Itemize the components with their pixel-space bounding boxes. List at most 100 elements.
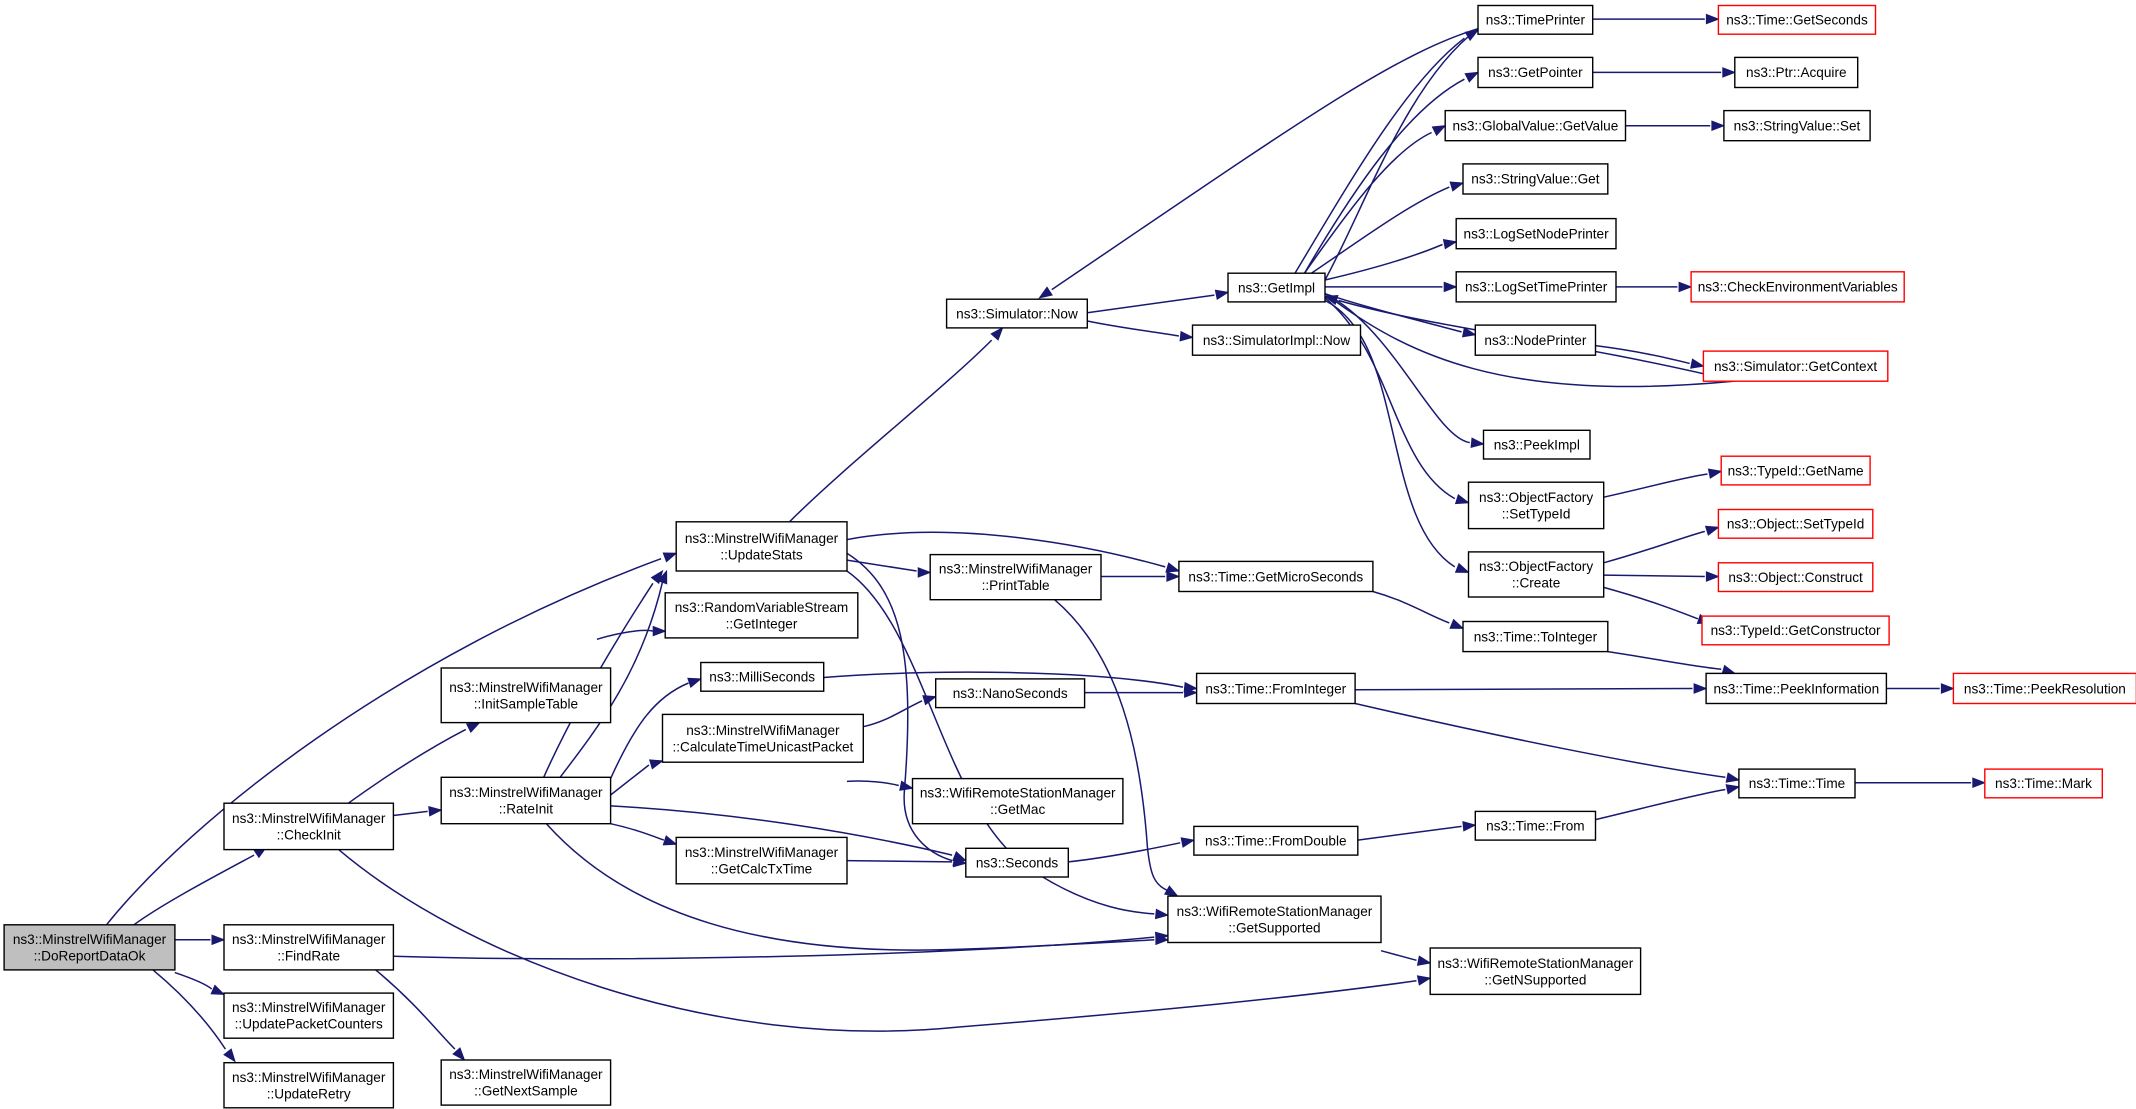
arrowhead-icon	[657, 569, 668, 585]
arrowhead-icon	[210, 984, 226, 995]
function-node-peekinfo[interactable]: ns3::Time::PeekInformation	[1705, 672, 1888, 705]
arrowhead-icon	[1180, 837, 1196, 848]
edge-line	[1294, 37, 1465, 274]
node-label: ns3::Time::GetSeconds	[1726, 13, 1868, 28]
call-edge	[174, 934, 226, 946]
function-node-updatepc[interactable]: ns3::MinstrelWifiManager::UpdatePacketCo…	[223, 992, 395, 1039]
function-node-objsettypeid[interactable]: ns3::Object::SetTypeId	[1717, 508, 1874, 539]
edge-line	[152, 969, 227, 1050]
function-node-doreport[interactable]: ns3::MinstrelWifiManager::DoReportDataOk	[3, 924, 176, 971]
function-node-rateinit[interactable]: ns3::MinstrelWifiManager::RateInit	[440, 776, 612, 825]
call-edge	[1603, 468, 1723, 498]
function-node-printtable[interactable]: ns3::MinstrelWifiManager::PrintTable	[929, 553, 1102, 601]
function-node-lognodeprinter[interactable]: ns3::LogSetNodePrinter	[1455, 217, 1617, 250]
arrowhead-icon	[1323, 294, 1339, 306]
function-node-wrsmgetmac[interactable]: ns3::WifiRemoteStationManager::GetMac	[911, 777, 1124, 825]
arrowhead-icon	[1705, 571, 1720, 582]
edge-line	[1354, 702, 1726, 779]
function-node-fromdouble[interactable]: ns3::Time::FromDouble	[1193, 825, 1359, 856]
node-box	[929, 553, 1102, 601]
edge-line	[1051, 27, 1479, 291]
node-label: ns3::WifiRemoteStationManager	[1438, 956, 1634, 971]
function-node-timetime[interactable]: ns3::Time::Time	[1738, 768, 1856, 799]
node-box	[1717, 562, 1874, 593]
function-node-updatestats[interactable]: ns3::MinstrelWifiManager::UpdateStats	[675, 521, 848, 572]
node-label: ns3::MinstrelWifiManager	[685, 845, 839, 860]
node-label: ns3::TypeId::GetConstructor	[1711, 623, 1881, 638]
node-box	[223, 1061, 395, 1109]
function-node-timefrom[interactable]: ns3::Time::From	[1474, 810, 1597, 841]
function-node-timemark[interactable]: ns3::Time::Mark	[1984, 768, 2104, 799]
node-box	[1702, 350, 1889, 382]
function-node-getpointer[interactable]: ns3::GetPointer	[1477, 56, 1594, 89]
node-label: ::UpdateRetry	[267, 1086, 351, 1101]
function-node-simgetcontext[interactable]: ns3::Simulator::GetContext	[1702, 350, 1889, 382]
function-node-ofcreate[interactable]: ns3::ObjectFactory::Create	[1467, 551, 1605, 598]
function-node-simimplnow[interactable]: ns3::SimulatorImpl::Now	[1191, 324, 1362, 356]
node-box	[440, 667, 612, 724]
function-node-checkenv[interactable]: ns3::CheckEnvironmentVariables	[1690, 271, 1905, 303]
function-node-seconds[interactable]: ns3::Seconds	[965, 847, 1069, 878]
function-node-nodeprinter[interactable]: ns3::NodePrinter	[1474, 324, 1597, 356]
function-node-peekimpl[interactable]: ns3::PeekImpl	[1482, 429, 1591, 460]
function-node-checkinit[interactable]: ns3::MinstrelWifiManager::CheckInit	[223, 802, 395, 851]
node-box	[1482, 429, 1591, 460]
function-node-findrate[interactable]: ns3::MinstrelWifiManager::FindRate	[223, 924, 395, 971]
function-node-tidgetname[interactable]: ns3::TypeId::GetName	[1720, 455, 1871, 486]
function-node-updateretry[interactable]: ns3::MinstrelWifiManager::UpdateRetry	[223, 1061, 395, 1109]
arrowhead-icon	[1690, 358, 1705, 369]
function-node-getmicro[interactable]: ns3::Time::GetMicroSeconds	[1178, 560, 1374, 593]
node-box	[965, 847, 1069, 878]
node-label: ns3::Time::PeekResolution	[1964, 681, 2126, 696]
call-edge	[1310, 181, 1465, 274]
function-node-gvgetvalue[interactable]: ns3::GlobalValue::GetValue	[1444, 109, 1627, 142]
node-box	[1191, 324, 1362, 356]
node-label: ::DoReportDataOk	[34, 948, 146, 963]
node-box	[1701, 615, 1890, 646]
function-node-getcalctx[interactable]: ns3::MinstrelWifiManager::GetCalcTxTime	[675, 836, 848, 885]
call-edge	[559, 569, 668, 778]
function-node-getimpl[interactable]: ns3::GetImpl	[1227, 272, 1326, 303]
edge-line	[846, 780, 899, 787]
function-node-peekres[interactable]: ns3::Time::PeekResolution	[1952, 672, 2136, 705]
function-node-objconstruct[interactable]: ns3::Object::Construct	[1717, 562, 1874, 593]
node-label: ns3::MinstrelWifiManager	[449, 785, 603, 800]
arrowhead-icon	[1442, 238, 1458, 250]
call-edge	[846, 570, 1170, 920]
node-box	[1477, 56, 1594, 89]
edge-line	[1303, 78, 1465, 274]
node-label: ns3::TimePrinter	[1486, 13, 1586, 28]
node-label: ns3::Time::Mark	[1995, 776, 2092, 791]
function-node-ptracquire[interactable]: ns3::Ptr::Acquire	[1734, 56, 1859, 89]
edge-line	[846, 859, 953, 863]
function-node-tidgetctor[interactable]: ns3::TypeId::GetConstructor	[1701, 615, 1890, 646]
function-node-frominteger[interactable]: ns3::Time::FromInteger	[1195, 672, 1356, 705]
function-node-getsupported[interactable]: ns3::WifiRemoteStationManager::GetSuppor…	[1167, 895, 1382, 944]
function-node-initsample[interactable]: ns3::MinstrelWifiManager::InitSampleTabl…	[440, 667, 612, 724]
function-node-simnow[interactable]: ns3::Simulator::Now	[945, 298, 1088, 329]
node-label: ::InitSampleTable	[474, 696, 578, 711]
node-box	[1462, 163, 1609, 195]
node-box	[675, 521, 848, 572]
function-node-rvsgetint[interactable]: ns3::RandomVariableStream::GetInteger	[664, 592, 859, 639]
function-node-timeprinter[interactable]: ns3::TimePrinter	[1477, 4, 1594, 35]
function-node-calctime[interactable]: ns3::MinstrelWifiManager::CalculateTimeU…	[661, 713, 865, 763]
function-node-svget[interactable]: ns3::StringValue::Get	[1462, 163, 1609, 195]
function-node-getnsupported[interactable]: ns3::WifiRemoteStationManager::GetNSuppo…	[1429, 947, 1642, 996]
function-node-logtimeprinter[interactable]: ns3::LogSetTimePrinter	[1455, 271, 1617, 303]
node-label: ns3::Object::Construct	[1728, 570, 1863, 585]
edge-line	[846, 531, 1166, 568]
call-edge	[1592, 67, 1737, 78]
call-edge	[1324, 293, 1485, 448]
function-node-tointeger[interactable]: ns3::Time::ToInteger	[1462, 620, 1609, 653]
function-node-ofsettypeid[interactable]: ns3::ObjectFactory::SetTypeId	[1467, 481, 1605, 530]
function-node-svset[interactable]: ns3::StringValue::Set	[1723, 109, 1871, 142]
edge-line	[375, 969, 456, 1050]
node-label: ns3::MinstrelWifiManager	[13, 932, 167, 947]
function-node-millisec[interactable]: ns3::MilliSeconds	[700, 661, 825, 692]
call-edge	[152, 969, 236, 1063]
function-node-nanosec[interactable]: ns3::NanoSeconds	[935, 678, 1086, 709]
function-node-getseconds[interactable]: ns3::Time::GetSeconds	[1717, 4, 1877, 35]
function-node-nextsample[interactable]: ns3::MinstrelWifiManager::GetNextSample	[440, 1059, 612, 1106]
node-label: ns3::GlobalValue::GetValue	[1453, 119, 1619, 134]
